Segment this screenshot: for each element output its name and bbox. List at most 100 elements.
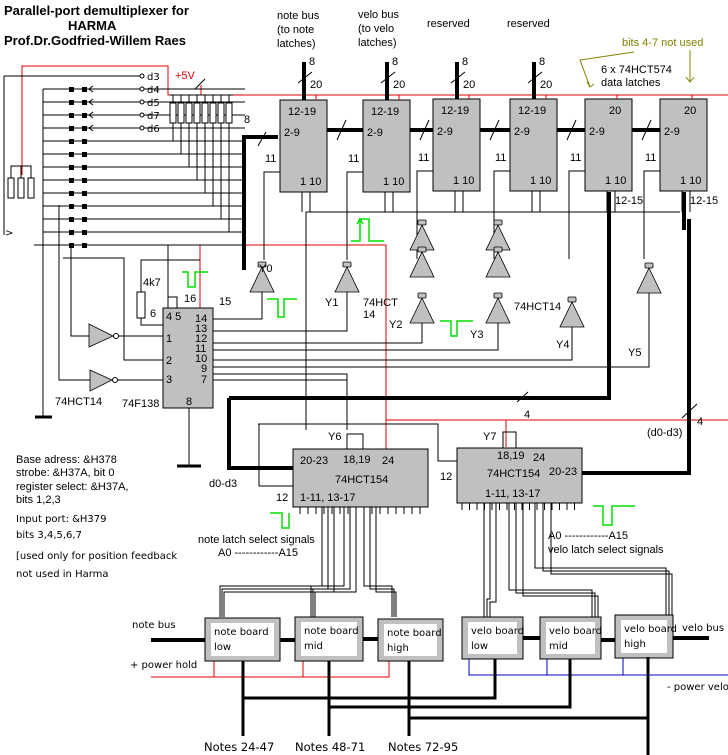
- velo-bus-label-2: (to velo: [358, 23, 394, 35]
- latch-chip: [509, 98, 558, 192]
- connector-pin: [69, 113, 74, 118]
- pin-label: 12: [440, 471, 452, 483]
- plus5v-rail: [21, 65, 728, 175]
- port-pin[interactable]: [139, 99, 145, 105]
- port-pin[interactable]: [139, 125, 145, 131]
- y6-label: Y6: [328, 431, 341, 443]
- demux-part-label: 74HCT154: [487, 468, 540, 480]
- port-pin[interactable]: [139, 112, 145, 118]
- decoder-output-wire: [213, 292, 263, 320]
- buffer-gate-icon: [409, 297, 435, 324]
- latch-count-label: 6 x 74HCT574: [601, 64, 672, 76]
- resistor: [193, 102, 201, 124]
- connector-pin: [82, 230, 87, 235]
- boards: note bus + power hold velo bus - power v…: [130, 614, 728, 755]
- resistor: [169, 102, 177, 124]
- board-label: low: [471, 641, 488, 652]
- enable-wire: [346, 433, 364, 449]
- note-select-label: note latch select signals: [198, 534, 315, 546]
- wire: [63, 257, 163, 361]
- connector-pin: [69, 100, 74, 105]
- port-pin[interactable]: [139, 86, 145, 92]
- pulse-icon: [270, 512, 290, 529]
- buffer-gate-icon: [334, 266, 360, 293]
- wire: [58, 205, 90, 381]
- buffer-gate-icon: [485, 297, 511, 324]
- wire: [70, 245, 89, 337]
- pulse-icon: [267, 298, 297, 318]
- board-label: mid: [549, 641, 568, 652]
- select-line: [375, 507, 397, 617]
- buffer-gate-icon: [485, 251, 511, 278]
- d0-d3-bus: 4 4 (d0-d3) d0-d3: [209, 219, 703, 490]
- y0-label: Y0: [259, 263, 272, 275]
- note-range-label: A0 ------------A15: [218, 547, 298, 559]
- buffer-group: [213, 219, 662, 430]
- resistor: [7, 177, 15, 199]
- decoder-output-wire: [213, 293, 650, 368]
- resistor: [185, 102, 193, 124]
- pin-label: 13: [195, 323, 207, 335]
- velo-bus-label-3: latches): [358, 37, 397, 49]
- board-label: note board: [304, 626, 359, 637]
- select-line: [221, 507, 329, 617]
- connector-pin: [69, 165, 74, 170]
- note-line: Input port: &H379: [16, 514, 107, 525]
- bus-width: 20: [463, 79, 475, 91]
- d0d3-bus-note: [227, 398, 293, 470]
- bus-width: 8: [309, 56, 315, 68]
- select-line: [312, 507, 351, 617]
- connector-pin: [82, 178, 87, 183]
- decoder-output-wire: [213, 292, 348, 332]
- bus-slash: [566, 119, 577, 141]
- pin-label: 18,19: [497, 450, 525, 462]
- note-d0d3-label: d0-d3: [209, 478, 237, 490]
- resistor: [17, 177, 25, 199]
- pulse-icon: [593, 505, 635, 526]
- demux-part-label: 74HCT154: [335, 474, 388, 486]
- bus-width: 8: [539, 56, 545, 68]
- pulse-icon: [182, 271, 208, 288]
- connector-pin: [69, 152, 74, 157]
- d3-pin[interactable]: [139, 73, 145, 79]
- decoder-chip: [162, 307, 214, 409]
- pin-label: 1: [166, 333, 172, 345]
- bus-slash: [257, 131, 267, 147]
- board-label: velo board: [549, 626, 602, 637]
- connector-pin: [82, 204, 87, 209]
- pin-label: 11: [348, 153, 359, 165]
- pulse-arrow-icon: [356, 217, 364, 225]
- pin-label: 3: [166, 374, 172, 386]
- note-line: strobe: &H37A, bit 0: [16, 467, 114, 479]
- inverter-gate-icon: [88, 323, 114, 348]
- y7-label: Y7: [483, 431, 496, 443]
- clock-wire: [493, 170, 510, 259]
- bus-width-4b: 4: [697, 416, 703, 428]
- input-arrow-icon: [88, 98, 94, 106]
- buffer-gate-icon: [409, 224, 435, 251]
- bus-slash: [527, 71, 543, 84]
- bus-slash: [516, 391, 529, 403]
- notes-range-low: Notes 24-47: [204, 740, 274, 754]
- bus-slash: [489, 119, 500, 141]
- velo-low-link: [243, 659, 497, 700]
- clock-wire: [263, 171, 280, 260]
- buffer-gate-icon: [485, 224, 511, 251]
- power-hold-line: [151, 661, 390, 678]
- velo-mid-link: [329, 659, 572, 709]
- pin-label: 12-19: [441, 105, 469, 117]
- bus-width: 8: [392, 56, 398, 68]
- velo-select-label: velo latch select signals: [548, 544, 664, 556]
- pin-label: 20: [684, 105, 696, 117]
- inverter-bubble: [112, 377, 118, 383]
- pin-label: 8: [186, 396, 192, 408]
- connector-pin: [82, 139, 87, 144]
- pin-label: 12-19: [371, 106, 399, 118]
- buffer-part-label-1: 74HCT: [363, 297, 398, 309]
- resistor: [217, 102, 225, 124]
- decoder-output-wire: [213, 323, 423, 344]
- d3-label: d3: [147, 72, 160, 83]
- pin-label: 6: [150, 308, 156, 320]
- board-label-area: [384, 624, 437, 656]
